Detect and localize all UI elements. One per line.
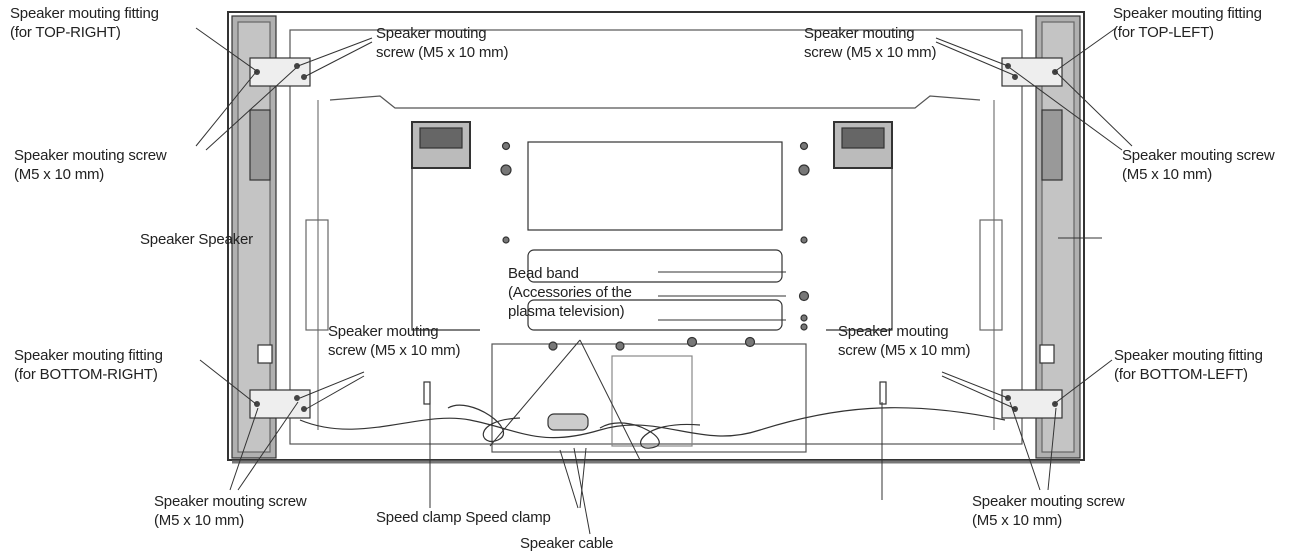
label-fitting-bottom-left: Speaker mouting fitting (for BOTTOM-LEFT… [1114,346,1263,384]
label-line: screw (M5 x 10 mm) [376,44,509,61]
speaker-cable-loop-2 [599,422,701,449]
label-line: Speaker mouting fitting [1114,347,1263,364]
inner-frame-upper [329,95,981,109]
handle-right-arm [826,168,893,331]
label-line: (M5 x 10 mm) [1122,166,1213,183]
right-bracket [979,219,1003,331]
label-line: screw (M5 x 10 mm) [838,342,971,359]
label-line: (M5 x 10 mm) [14,166,105,183]
label-speaker: Speaker Speaker [140,230,253,249]
center-box-inner [611,355,693,447]
label-line: Speaker cable [520,535,614,552]
label-screw-bottom-right: Speaker mouting screw (M5 x 10 mm) [972,492,1125,530]
label-line: (M5 x 10 mm) [972,512,1063,529]
label-line: Speaker mouting [838,323,949,340]
label-line: Bead band [508,265,579,282]
label-line: (Accessories of the [508,284,632,301]
tv-back-panel [289,29,1023,445]
label-line: Speaker mouting [804,25,915,42]
label-bead-band: Bead band (Accessories of the plasma tel… [508,264,632,321]
handle-right-grip [841,127,885,149]
left-bracket [305,219,329,331]
label-line: Speaker mouting screw [1122,147,1275,164]
center-plate-mid [527,249,783,283]
label-screw-upper-right: Speaker mouting screw (M5 x 10 mm) [1122,146,1275,184]
speaker-cable-loop [447,404,521,442]
speaker-left-terminal [257,344,273,364]
label-speed-clamp: Speed clamp Speed clamp [376,508,551,527]
label-fitting-top-right: Speaker mouting fitting (for TOP-RIGHT) [10,4,159,42]
label-line: Speaker mouting fitting [10,5,159,22]
speaker-left-port [249,109,271,181]
label-line: (for TOP-LEFT) [1113,24,1214,41]
handle-left-arm [411,168,480,331]
label-line: (M5 x 10 mm) [154,512,245,529]
center-plate-low [527,299,783,331]
speed-clamp-left [423,381,431,405]
label-line: (for TOP-RIGHT) [10,24,121,41]
tv-cabinet-outline [227,11,1085,461]
label-line: Speaker mouting screw [14,147,167,164]
label-screw-mid-right: Speaker mouting screw (M5 x 10 mm) [838,322,970,360]
label-line: plasma television) [508,303,625,320]
label-screw-top-center-right: Speaker mouting screw (M5 x 10 mm) [804,24,936,62]
label-line: screw (M5 x 10 mm) [328,342,461,359]
label-screw-bottom-left: Speaker mouting screw (M5 x 10 mm) [154,492,307,530]
label-line: Speaker mouting fitting [1113,5,1262,22]
label-fitting-bottom-right: Speaker mouting fitting (for BOTTOM-RIGH… [14,346,163,384]
label-line: Speaker mouting fitting [14,347,163,364]
speaker-left-inner [237,21,271,453]
label-line: Speed clamp Speed clamp [376,509,551,526]
label-screw-mid-left: Speaker mouting screw (M5 x 10 mm) [328,322,460,360]
handle-left-grip [419,127,463,149]
label-line: Speaker mouting [376,25,487,42]
label-screw-top-center-left: Speaker mouting screw (M5 x 10 mm) [376,24,508,62]
label-line: Speaker Speaker [140,231,253,248]
speaker-right-terminal [1039,344,1055,364]
center-box [491,343,807,453]
label-line: screw (M5 x 10 mm) [804,44,937,61]
speaker-right-port [1041,109,1063,181]
center-plate-top [527,141,783,231]
speaker-right-inner [1041,21,1075,453]
label-line: (for BOTTOM-LEFT) [1114,366,1248,383]
speaker-cable-path [299,407,1006,439]
speed-clamp-right [879,381,887,405]
label-fitting-top-left: Speaker mouting fitting (for TOP-LEFT) [1113,4,1262,42]
label-line: Speaker mouting screw [972,493,1125,510]
label-line: (for BOTTOM-RIGHT) [14,366,158,383]
cable-connector [547,413,589,431]
label-line: Speaker mouting [328,323,439,340]
label-screw-upper-left: Speaker mouting screw (M5 x 10 mm) [14,146,167,184]
label-speaker-cable: Speaker cable [520,534,613,553]
label-line: Speaker mouting screw [154,493,307,510]
